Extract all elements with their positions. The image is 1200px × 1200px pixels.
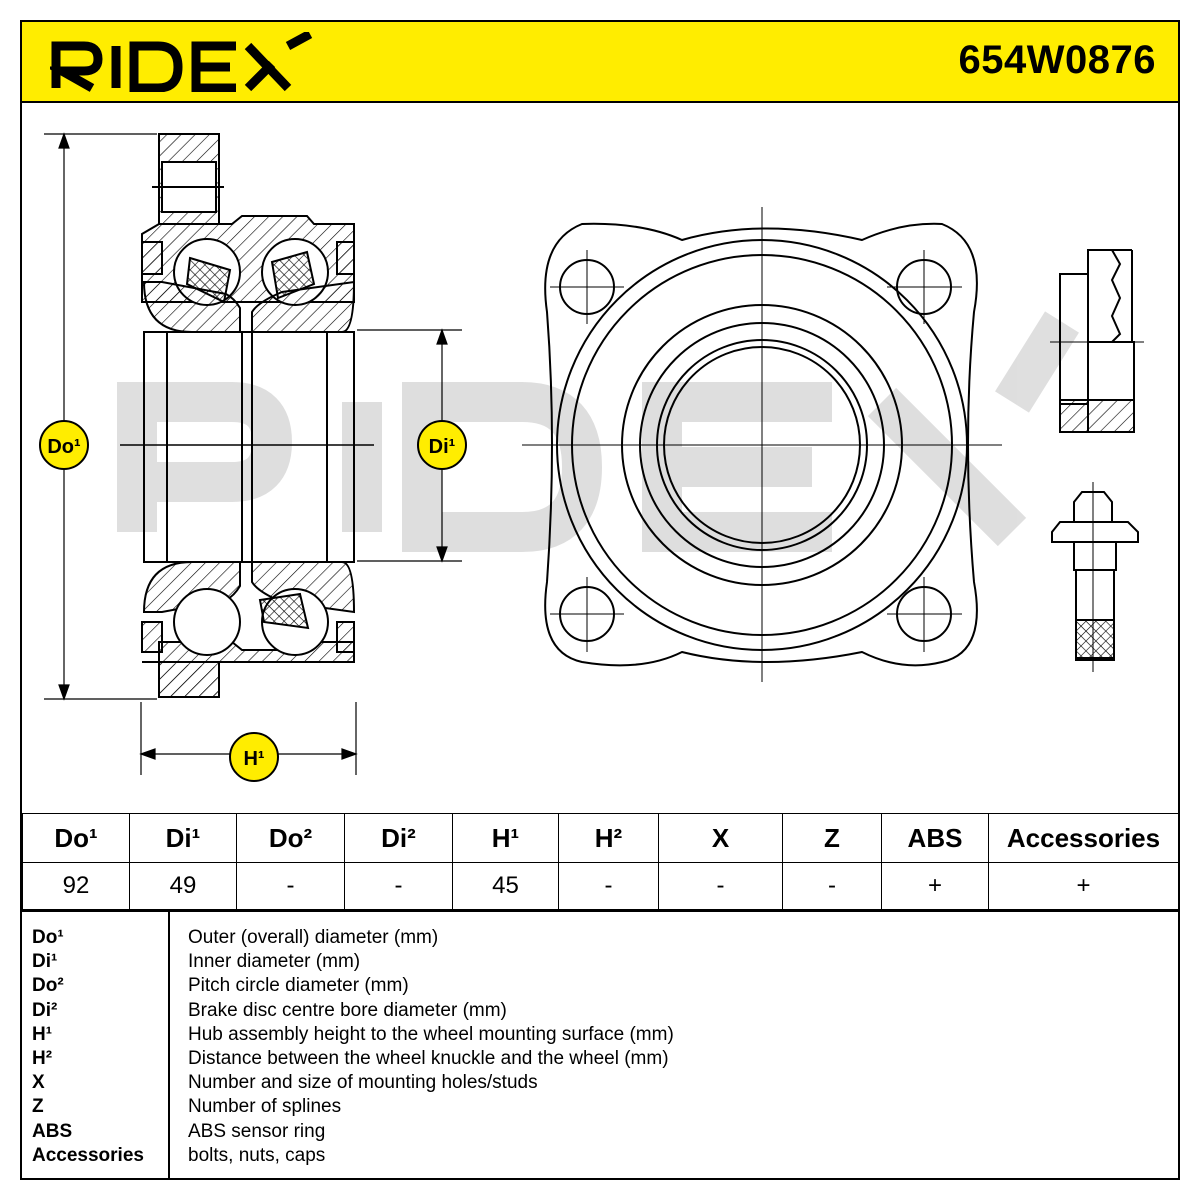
hub-cross-section <box>120 133 374 698</box>
legend-key: Di¹ <box>32 951 58 973</box>
spec-header: ABS <box>881 813 989 863</box>
di-badge: Di¹ <box>417 420 467 470</box>
svg-text:H¹: H¹ <box>243 748 264 770</box>
legend-desc: Number of splines <box>188 1096 342 1118</box>
legend-desc: Hub assembly height to the wheel mountin… <box>188 1023 674 1045</box>
dimension-lines <box>44 132 462 775</box>
part-number: 654W0876 <box>958 38 1156 82</box>
spec-value: - <box>558 862 659 910</box>
legend-key: Di² <box>32 999 58 1021</box>
spec-header: Accessories <box>988 813 1179 863</box>
spec-header: Z <box>782 813 882 863</box>
legend-key: Do¹ <box>32 927 64 948</box>
legend-section: Do¹ Di¹ Do² Di² H¹ H² X Z ABS Accessorie… <box>22 910 1178 1180</box>
legend-key: Z <box>32 1096 44 1118</box>
specs-table: Do¹ Di¹ Do² Di² H¹ H² X Z ABS Accessorie… <box>22 813 1179 910</box>
legend-desc: Inner diameter (mm) <box>188 951 361 973</box>
header-bar: 654W0876 <box>22 22 1178 103</box>
spec-value: + <box>881 862 989 910</box>
legend-divider <box>168 912 170 1180</box>
legend-key: H¹ <box>32 1023 53 1045</box>
legend-desc: Distance between the wheel knuckle and t… <box>188 1048 669 1070</box>
spec-value: 92 <box>22 862 130 910</box>
legend-desc: Pitch circle diameter (mm) <box>188 975 409 997</box>
legend-desc: ABS sensor ring <box>188 1120 326 1142</box>
do-badge: Do¹ <box>39 420 89 470</box>
spec-header: X <box>658 813 783 863</box>
technical-drawing: Do¹ Di¹ H¹ <box>39 132 1144 782</box>
legend-desc: bolts, nuts, caps <box>188 1144 326 1166</box>
h-badge: H¹ <box>229 732 279 782</box>
legend-key: X <box>32 1072 45 1094</box>
legend-desc: Number and size of mounting holes/studs <box>188 1072 538 1094</box>
legend-keys: Do¹ Di¹ Do² Di² H¹ H² X Z ABS Accessorie… <box>32 926 144 1168</box>
bolt-drawing <box>1051 482 1139 672</box>
spec-header: Do¹ <box>22 813 130 863</box>
ridex-logo <box>50 32 313 92</box>
spec-header: Di¹ <box>129 813 237 863</box>
product-sheet: 654W0876 <box>20 20 1180 1180</box>
spec-value: - <box>658 862 783 910</box>
spec-value: - <box>782 862 882 910</box>
spec-header: Do² <box>236 813 345 863</box>
legend-key: H² <box>32 1048 53 1070</box>
legend-key: ABS <box>32 1120 73 1142</box>
spec-value: 45 <box>452 862 559 910</box>
nut-drawing <box>1050 249 1144 433</box>
spec-value: 49 <box>129 862 237 910</box>
legend-descriptions: Outer (overall) diameter (mm) Inner diam… <box>188 926 674 1168</box>
legend-desc: Brake disc centre bore diameter (mm) <box>188 999 507 1021</box>
specs-header-row: Do¹ Di¹ Do² Di² H¹ H² X Z ABS Accessorie… <box>22 813 1179 863</box>
legend-key: Do² <box>32 975 64 997</box>
legend-key: Accessories <box>32 1144 144 1166</box>
spec-header: Di² <box>344 813 453 863</box>
spec-value: - <box>236 862 345 910</box>
spec-value: + <box>988 862 1179 910</box>
spec-header: H¹ <box>452 813 559 863</box>
specs-value-row: 92 49 - - 45 - - - + + <box>22 862 1179 910</box>
legend-desc: Outer (overall) diameter (mm) <box>188 927 439 948</box>
watermark-logo <box>117 311 1079 552</box>
svg-text:Di¹: Di¹ <box>429 436 456 458</box>
spec-header: H² <box>558 813 659 863</box>
spec-value: - <box>344 862 453 910</box>
hub-front-view <box>522 207 1002 682</box>
svg-text:Do¹: Do¹ <box>47 436 81 458</box>
